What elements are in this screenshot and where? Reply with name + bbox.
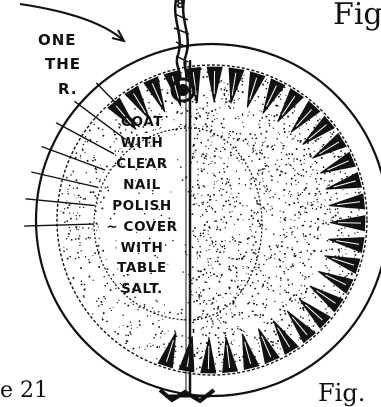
callout-line-2: THE — [45, 57, 81, 72]
callout-line-1: ONE — [38, 33, 77, 48]
inner-well-right — [190, 128, 262, 320]
instruction-caption: COAT WITH CLEAR NAIL POLISH ~ COVER WITH… — [96, 112, 188, 300]
caption-line: CLEAR — [96, 154, 188, 175]
figure-number: e 21 — [0, 380, 48, 402]
caption-line: ~ COVER — [96, 217, 188, 238]
caption-line: TABLE — [96, 258, 188, 279]
caption-line: WITH — [96, 133, 188, 154]
callout-line-3: R. — [58, 82, 78, 97]
figure-label-bottom: Fig. — [318, 381, 365, 405]
caption-line: WITH — [96, 238, 188, 259]
caption-line: SALT. — [96, 279, 188, 300]
caption-line: NAIL POLISH — [96, 175, 188, 217]
hanging-ring-hole — [177, 84, 189, 96]
caption-line: COAT — [96, 112, 188, 133]
hook-label: 8 — [176, 0, 184, 10]
bottom-knot — [160, 390, 214, 401]
hanging-cord — [174, 0, 189, 80]
figure-label-top: Fig. — [333, 0, 381, 30]
